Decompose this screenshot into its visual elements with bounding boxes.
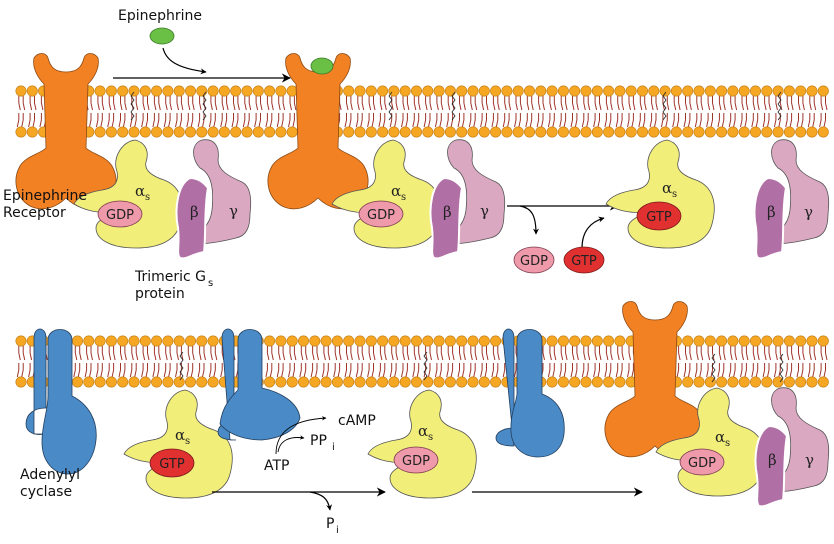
svg-text:α: α — [391, 182, 401, 200]
svg-text:γ: γ — [805, 451, 814, 469]
svg-text:GTP: GTP — [571, 254, 597, 269]
svg-text:protein: protein — [135, 286, 185, 302]
camp-arrow — [275, 415, 327, 455]
svg-text:β: β — [443, 203, 452, 221]
svg-text:GDP: GDP — [688, 456, 716, 471]
svg-text:γ: γ — [229, 202, 238, 220]
svg-text:γ: γ — [804, 203, 813, 221]
membrane-top — [15, 85, 829, 138]
svg-text:β: β — [768, 451, 777, 469]
svg-text:s: s — [725, 438, 730, 449]
adenylyl-cyclase-active — [217, 328, 301, 441]
receptor-label: Epinephrine — [3, 188, 87, 204]
svg-text:β: β — [767, 203, 776, 221]
gtp-binding-arrow — [581, 216, 605, 249]
activated-alpha-gtp-2: GTP α s — [123, 351, 233, 499]
epinephrine-ligand — [149, 27, 175, 45]
svg-text:GTP: GTP — [159, 457, 185, 472]
svg-text:i: i — [332, 442, 335, 453]
ppi-arrow — [277, 435, 305, 453]
bound-epinephrine — [310, 57, 334, 75]
adenylyl-cyclase-inactive — [25, 328, 97, 475]
trimeric-gs-protein-reassembled: GDP α s β γ — [655, 353, 830, 508]
svg-text:i: i — [336, 525, 339, 536]
svg-text:γ: γ — [480, 202, 489, 220]
svg-text:cyclase: cyclase — [20, 484, 72, 500]
svg-text:α: α — [715, 428, 725, 446]
beta-gamma-dimer: β γ — [753, 91, 830, 260]
svg-text:s: s — [428, 432, 433, 443]
pi-release-arrow — [309, 491, 333, 511]
binding-arrow — [162, 47, 207, 75]
svg-text:GDP: GDP — [106, 208, 134, 223]
svg-text:GDP: GDP — [367, 208, 395, 223]
svg-text:s: s — [672, 189, 677, 200]
adenylyl-cyclase-reset — [495, 328, 565, 458]
atp-label: ATP — [264, 458, 289, 474]
membrane-bottom — [15, 335, 829, 388]
svg-text:Receptor: Receptor — [3, 205, 66, 221]
svg-text:GTP: GTP — [646, 210, 672, 225]
svg-text:GDP: GDP — [402, 454, 430, 469]
free-gtp — [563, 246, 605, 274]
free-gdp — [513, 246, 555, 274]
svg-text:α: α — [135, 182, 145, 200]
trimeric-gs-protein-1: GDP α s β γ — [73, 91, 252, 260]
svg-text:s: s — [185, 436, 190, 447]
camp-label: cAMP — [338, 413, 376, 429]
inactive-alpha-gdp: GDP α s — [367, 351, 477, 499]
svg-text:GDP: GDP — [520, 254, 548, 269]
svg-text:α: α — [662, 179, 672, 197]
svg-text:α: α — [175, 426, 185, 444]
pi-label: P — [326, 516, 334, 532]
svg-text:s: s — [208, 278, 213, 289]
svg-text:β: β — [190, 203, 199, 221]
svg-text:s: s — [401, 192, 406, 203]
ppi-label: PP — [310, 433, 327, 449]
gdp-bound — [97, 200, 143, 228]
epinephrine-label: Epinephrine — [118, 8, 202, 24]
gdp-release-arrow — [519, 205, 539, 235]
svg-text:α: α — [418, 422, 428, 440]
activated-alpha-gtp-1: GTP α s — [605, 91, 715, 249]
cyclase-label: Adenylyl — [20, 467, 80, 483]
gprotein-label: Trimeric G — [134, 269, 206, 285]
svg-text:s: s — [145, 192, 150, 203]
trimeric-gs-protein-2: GDP α s β γ — [331, 91, 506, 260]
